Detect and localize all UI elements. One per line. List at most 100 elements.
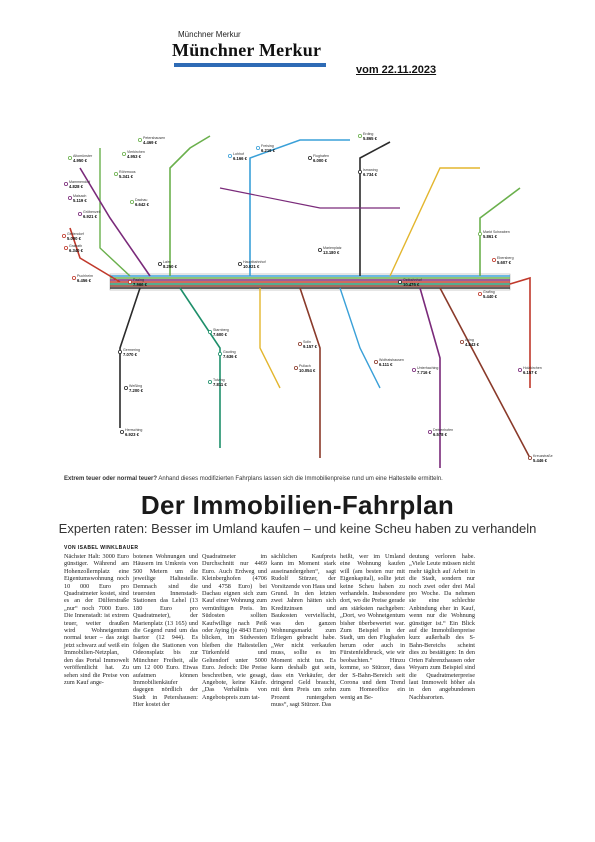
- article-column-5: heißt, wer im Umland eine Wohnung kaufen…: [340, 553, 405, 701]
- station-marker: [411, 367, 416, 372]
- station-price: 7.200 €: [129, 388, 144, 393]
- station-marker: [64, 246, 69, 251]
- station-price: 4.469 €: [143, 140, 158, 145]
- branch-u-south: [259, 288, 281, 389]
- station-marker: [124, 385, 129, 390]
- station-marker: [373, 359, 378, 364]
- station-marker: [207, 379, 212, 384]
- station-name: Deisenhofen: [433, 428, 453, 432]
- article-author: VON ISABEL WINKLBAUER: [64, 545, 139, 551]
- station-price: 6.456 €: [77, 278, 92, 283]
- branch-s2-north: [169, 135, 211, 276]
- station-marker: [237, 261, 242, 266]
- station-name: Röhrmoos: [119, 170, 136, 174]
- masthead-logo-title: Münchner Merkur: [172, 40, 322, 60]
- station-marker: [122, 151, 127, 156]
- station-price: 5.607 €: [497, 260, 512, 265]
- station-price: 6.921 €: [83, 214, 98, 219]
- article-column-2: botenen Wohnungen und Häusern im Umkreis…: [133, 553, 198, 709]
- station-price: 4.828 €: [69, 184, 84, 189]
- article-subheadline: Experten raten: Besser im Umland kaufen …: [58, 521, 537, 536]
- station-price: 7.811 €: [213, 382, 227, 387]
- station-name: Wolfratshausen: [379, 358, 404, 362]
- station-price: 7.966 €: [133, 282, 148, 287]
- station-name: Holzkirchen: [523, 366, 542, 370]
- map-caption-text: Anhand dieses modifizierten Fahrplans la…: [157, 476, 443, 482]
- station-name: Herrsching: [125, 428, 142, 432]
- station-marker: [255, 145, 260, 150]
- article-column-4: sächlichen Kaufpreis kann im Moment star…: [271, 553, 337, 709]
- branch-s3-holzkirchen: [419, 287, 441, 468]
- station-marker: [477, 232, 482, 237]
- station-name: Freising: [261, 144, 274, 148]
- station-price: 6.166 €: [233, 156, 248, 161]
- masthead-small-title: Münchner Merkur: [178, 30, 241, 39]
- station-marker: [62, 234, 67, 239]
- branch-s4-ebersberg: [509, 276, 531, 388]
- station-marker: [317, 248, 322, 253]
- branch-s4-geltendorf: [69, 227, 121, 283]
- station-price: 4.950 €: [73, 158, 88, 163]
- station-name: Flughafen: [313, 154, 329, 158]
- station-marker: [67, 155, 72, 160]
- transit-lines: [69, 135, 531, 468]
- branch-s3-mammendorf: [79, 167, 151, 277]
- station-name: Laim: [163, 260, 171, 264]
- station-name: Mammendorf: [69, 180, 90, 184]
- station-name: Pasing: [133, 278, 144, 282]
- station-name: Pullach: [299, 364, 311, 368]
- station-price: 5.440 €: [483, 294, 498, 299]
- station-name: Ostbahnhof: [403, 278, 422, 282]
- station-marker: [138, 137, 143, 142]
- station-marker: [293, 365, 298, 370]
- station-price: 6.642 €: [135, 202, 150, 207]
- station-marker: [397, 279, 402, 284]
- station-marker: [297, 341, 302, 346]
- station-price: 10.054 €: [299, 368, 316, 373]
- station-price: 6.923 €: [125, 432, 140, 437]
- station-marker: [64, 182, 69, 187]
- station-marker: [158, 261, 163, 266]
- station-marker: [71, 275, 76, 280]
- station-marker: [357, 134, 362, 139]
- publication-date: vom 22.11.2023: [356, 64, 437, 76]
- branch-s6-tutzing: [179, 287, 221, 448]
- station-name: Maisach: [73, 194, 86, 198]
- station-price: 5.861 €: [483, 234, 498, 239]
- station-marker: [307, 155, 312, 160]
- station-price: 5.446 €: [533, 458, 548, 463]
- station-price: 13.180 €: [323, 250, 340, 255]
- branch-s2-erding: [479, 187, 521, 276]
- station-marker: [459, 339, 464, 344]
- station-marker: [217, 351, 222, 356]
- station-price: 9.157 €: [303, 344, 318, 349]
- branch-u-southeast: [339, 287, 381, 389]
- station-name: Ebersberg: [497, 256, 514, 260]
- station-name: Weßling: [129, 384, 142, 388]
- station-marker: [357, 170, 362, 175]
- station-price: 5.341 €: [119, 174, 134, 179]
- station-price: 6.578 €: [433, 432, 448, 437]
- article-column-1: Nächster Halt: 3000 Euro günstiger. Währ…: [64, 553, 129, 686]
- branch-s7-kreuzstrasse: [439, 287, 531, 459]
- station-marker: [517, 367, 522, 372]
- station-marker: [77, 212, 82, 217]
